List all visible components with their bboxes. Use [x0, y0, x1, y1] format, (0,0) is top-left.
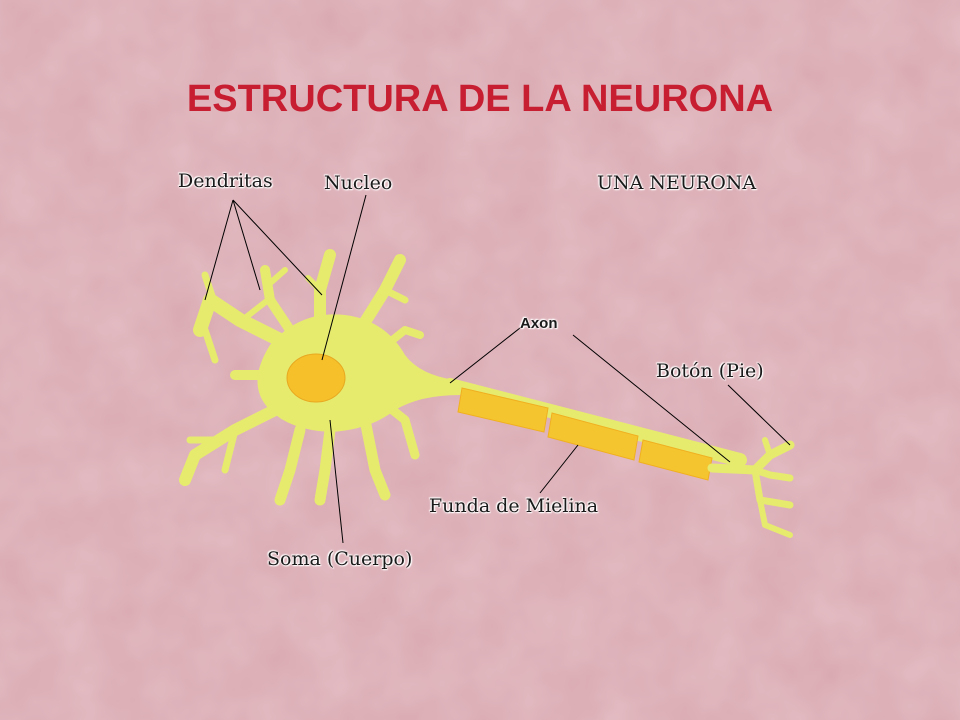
leader-lines — [204, 194, 791, 544]
label-dendritas: Dendritas — [178, 170, 273, 192]
label-nucleo: Nucleo — [324, 172, 393, 194]
axon-terminal — [707, 437, 795, 538]
page-title: ESTRUCTURA DE LA NEURONA — [186, 78, 774, 120]
label-axon: Axon — [520, 315, 558, 332]
myelin-sheath — [457, 387, 713, 481]
label-boton: Botón (Pie) — [656, 360, 764, 382]
soma-shape — [257, 314, 460, 432]
label-soma: Soma (Cuerpo) — [267, 548, 413, 570]
label-funda-de-mielina: Funda de Mielina — [429, 495, 599, 517]
nucleus-shape — [286, 353, 346, 403]
label-una-neurona: UNA NEURONA — [597, 172, 757, 194]
